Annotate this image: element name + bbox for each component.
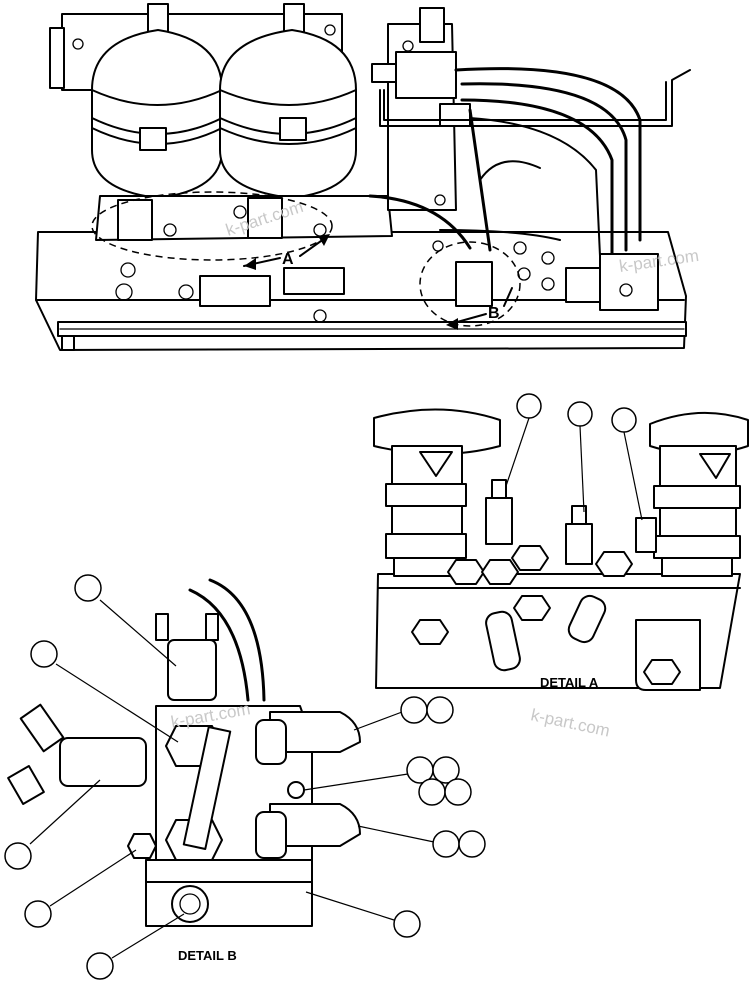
main-assembly-view: A B xyxy=(35,3,691,351)
callout-b12 xyxy=(444,778,472,806)
hose-3 xyxy=(460,98,614,258)
detail-b-hose-loop-2 xyxy=(269,803,361,847)
callout-b8 xyxy=(426,696,454,724)
callout-a3 xyxy=(611,407,637,433)
test-port xyxy=(635,517,657,553)
callout-a2 xyxy=(567,401,593,427)
detail-a-view: DETAIL A xyxy=(373,393,749,691)
callout-b2 xyxy=(30,640,58,668)
pressure-switch-1 xyxy=(485,497,513,545)
callout-b10 xyxy=(432,756,460,784)
detail-b-plug xyxy=(171,885,209,923)
callout-b7 xyxy=(400,696,428,724)
callout-a1 xyxy=(516,393,542,419)
hose-1 xyxy=(454,67,642,242)
solenoid-valve xyxy=(395,51,457,99)
fitting-left xyxy=(117,199,153,241)
detail-b-caption: DETAIL B xyxy=(178,948,237,963)
detail-marker-a: A xyxy=(282,251,294,268)
accumulator-tank-left xyxy=(91,3,223,199)
pressure-switch-2 xyxy=(565,523,593,565)
callout-b11 xyxy=(418,778,446,806)
accumulator-tank-right xyxy=(219,3,357,199)
detail-a-highlight xyxy=(91,191,333,261)
detail-b-highlight xyxy=(419,241,521,327)
detail-b-pressure-sensor xyxy=(59,737,147,787)
right-valve-block xyxy=(599,253,659,311)
callout-b5 xyxy=(86,952,114,980)
detail-b-view: DETAIL B xyxy=(4,574,486,980)
callout-b4 xyxy=(24,900,52,928)
callout-b14 xyxy=(458,830,486,858)
watermark-3: k-part.com xyxy=(529,705,611,740)
detail-b-upper-fitting xyxy=(167,639,217,701)
callout-b3 xyxy=(4,842,32,870)
hose-2 xyxy=(460,82,628,252)
callout-b13 xyxy=(432,830,460,858)
callout-b1 xyxy=(74,574,102,602)
detail-a-caption: DETAIL A xyxy=(540,675,599,690)
accumulator-manifold xyxy=(95,195,393,241)
callout-b6 xyxy=(393,910,421,938)
detail-marker-b: B xyxy=(488,305,500,322)
fitting-right xyxy=(247,197,283,239)
